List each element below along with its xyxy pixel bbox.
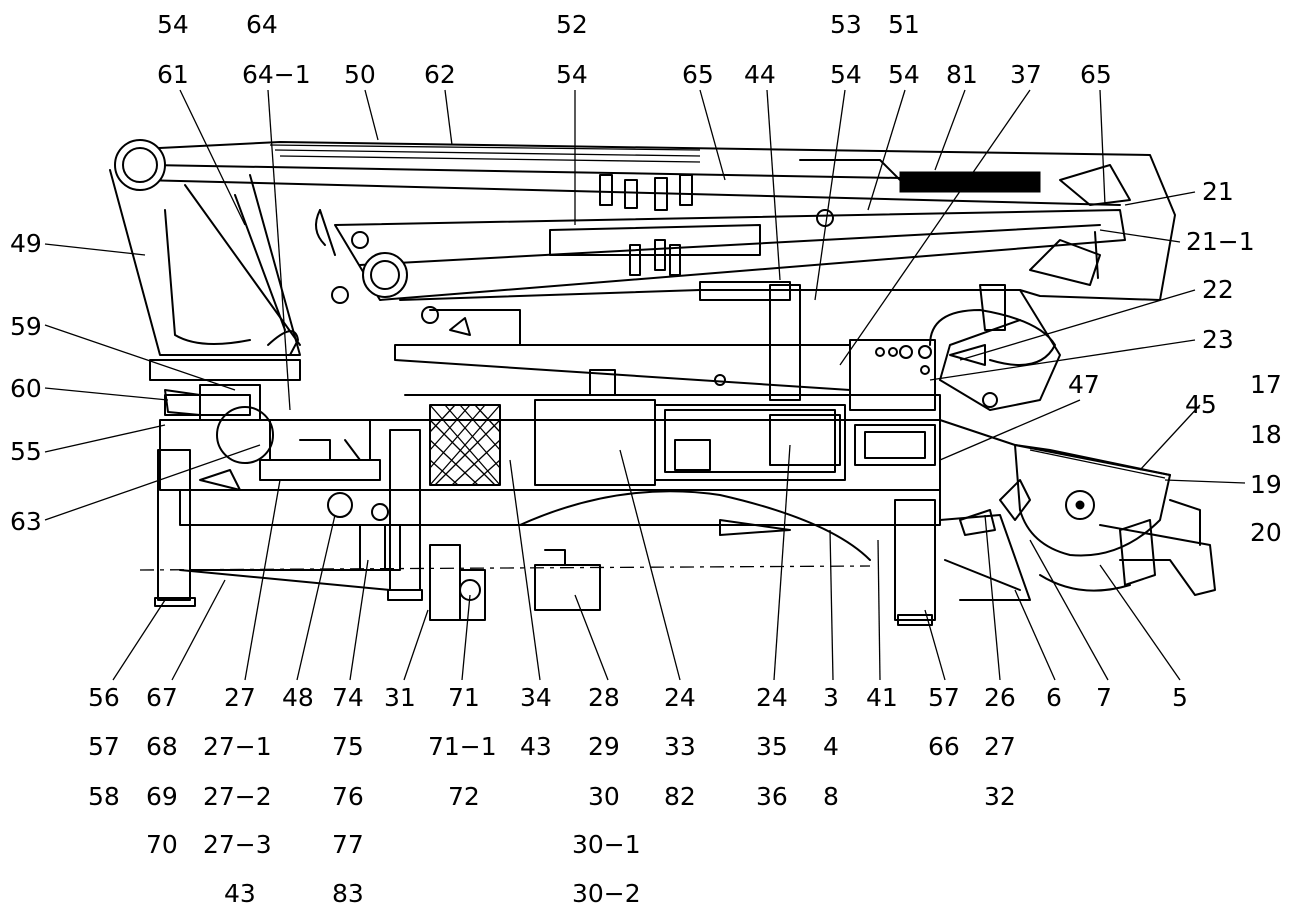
label: 5 [1172,683,1188,712]
label-group-top-row2: 61 64−1 50 62 54 65 44 54 54 81 37 65 [157,60,1112,89]
label: 68 [146,732,178,761]
label-group-bottom: 56 57 58 67 68 69 70 27 27−1 27−2 27−3 4… [88,683,1188,908]
main-boom [114,139,1176,301]
lower-boom [394,281,1061,411]
label: 17 [1250,370,1282,399]
label: 58 [88,782,120,811]
label: 45 [1185,390,1217,419]
label: 76 [332,782,364,811]
label: 8 [823,782,839,811]
label: 29 [588,732,620,761]
label: 53 [830,10,862,39]
label: 49 [10,229,42,258]
label: 27 [984,732,1016,761]
label: 55 [10,437,42,466]
label: 30−1 [572,830,641,859]
label: 6 [1046,683,1062,712]
label: 52 [556,10,588,39]
label: 20 [1250,518,1282,547]
label: 43 [520,732,552,761]
label: 27−2 [203,782,272,811]
label: 83 [332,879,364,908]
leader-lines [44,89,1246,681]
label: 60 [10,374,42,403]
label: 43 [224,879,256,908]
label: 44 [744,60,776,89]
label: 54 [157,10,189,39]
label: 57 [928,683,960,712]
label: 41 [866,683,898,712]
label: 28 [588,683,620,712]
label: 56 [88,683,120,712]
label: 51 [888,10,920,39]
label: 63 [10,507,42,536]
label: 3 [823,683,839,712]
label: 27−3 [203,830,272,859]
label: 71−1 [428,732,497,761]
label: 33 [664,732,696,761]
label: 19 [1250,470,1282,499]
label: 47 [1068,370,1100,399]
label: 37 [1010,60,1042,89]
label: 35 [756,732,788,761]
label: 54 [830,60,862,89]
label: 74 [332,683,364,712]
secondary-boom [315,174,1126,304]
housing [404,339,941,491]
label-group-right: 21 21−1 22 23 17 45 18 19 20 [1185,177,1282,547]
label-group-mid: 47 [1068,370,1100,399]
label: 77 [332,830,364,859]
label: 31 [384,683,416,712]
boom-column [109,169,301,464]
label: 48 [282,683,314,712]
label: 61 [157,60,189,89]
label: 70 [146,830,178,859]
label: 65 [682,60,714,89]
label: 30−2 [572,879,641,908]
label: 57 [88,732,120,761]
label: 24 [664,683,696,712]
machine-drawing [109,139,1216,626]
label: 65 [1080,60,1112,89]
label: 7 [1096,683,1112,712]
label: 36 [756,782,788,811]
label: 24 [756,683,788,712]
label: 75 [332,732,364,761]
under-components [164,389,601,621]
label: 59 [10,312,42,341]
label: 54 [556,60,588,89]
label: 64 [246,10,278,39]
label: 54 [888,60,920,89]
hopper [939,419,1216,601]
label: 27−1 [203,732,272,761]
label: 50 [344,60,376,89]
label: 64−1 [242,60,311,89]
label: 26 [984,683,1016,712]
label: 34 [520,683,552,712]
label: 81 [946,60,978,89]
label-group-top-row1: 54 64 52 53 51 [157,10,920,39]
label-group-left: 49 59 60 55 63 [10,229,42,536]
label: 67 [146,683,178,712]
label: 71 [448,683,480,712]
label: 66 [928,732,960,761]
label: 22 [1202,275,1234,304]
label: 21 [1202,177,1234,206]
label: 69 [146,782,178,811]
label: 82 [664,782,696,811]
label: 18 [1250,420,1282,449]
label: 23 [1202,325,1234,354]
label: 27 [224,683,256,712]
label: 30 [588,782,620,811]
label: 62 [424,60,456,89]
label: 21−1 [1186,227,1255,256]
label: 32 [984,782,1016,811]
label: 72 [448,782,480,811]
label: 4 [823,732,839,761]
